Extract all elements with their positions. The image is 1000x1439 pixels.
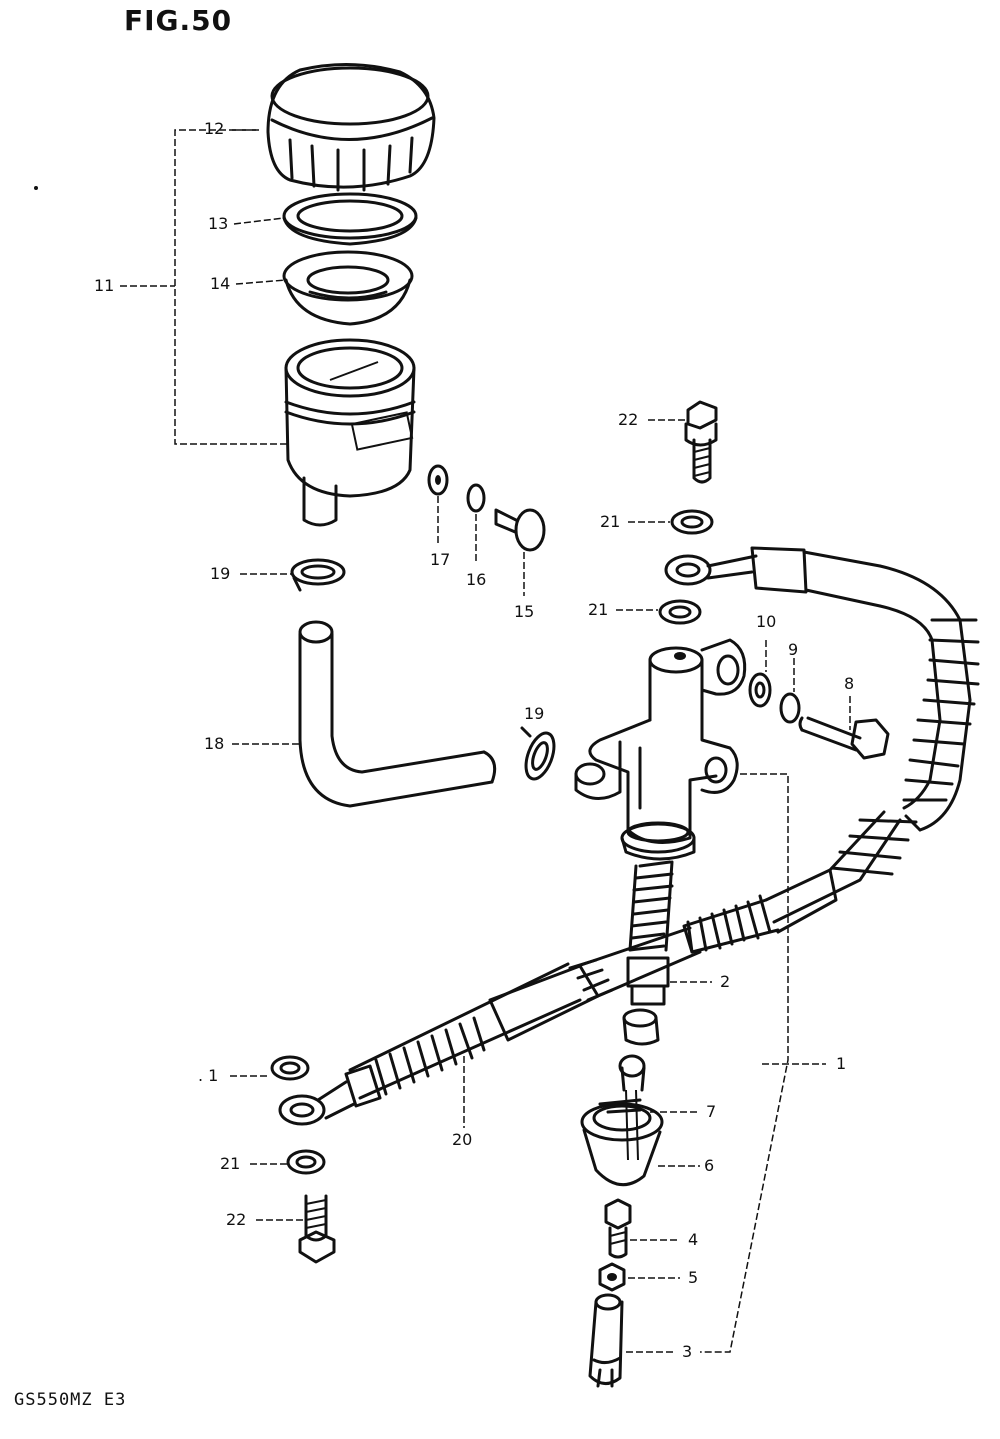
sealing-washer-lower-b [250,1149,326,1175]
brake-hose-lower [278,926,702,1128]
callout-15: 15 [514,602,535,621]
callout-9: 9 [788,640,799,659]
callout-5: 5 [688,1268,699,1287]
push-rod [604,1198,680,1259]
callout-8: 8 [844,674,855,693]
banjo-bolt-upper [648,400,718,484]
callout-21-lower-b: 21 [220,1154,241,1173]
lock-nut [598,1262,680,1292]
stray-dot [34,186,38,190]
callout-2: 2 [720,972,731,991]
sealing-washer-lower-a [230,1055,310,1081]
callout-11: 11 [94,276,115,295]
washer-17 [427,464,449,544]
lock-washer-9 [779,658,801,724]
figure-title: FIG.50 [124,4,233,37]
callout-21-upper-a: 21 [600,512,621,531]
reservoir-body [284,338,416,527]
sealing-washer-upper-b [616,599,702,625]
callout-1: 1 [836,1054,847,1073]
sealing-washer-upper-a [628,509,714,535]
banjo-bolt-lower [256,1194,336,1264]
callout-19-upper: 19 [210,564,231,583]
callout-16: 16 [466,570,487,589]
washer-10 [748,640,772,708]
hose-18 [232,620,497,808]
hose-clamp-upper [240,558,346,592]
callout-3: 3 [682,1342,693,1361]
callout-21-lower-a: . 1 [198,1066,219,1085]
callout-7: 7 [706,1102,717,1121]
callout-22-lower: 22 [226,1210,247,1229]
bolt-8 [798,696,890,760]
hose-clamp-lower [520,726,556,781]
callout-19-lower: 19 [524,704,545,723]
master-cylinder-body [574,638,826,1353]
callout-18: 18 [204,734,225,753]
diaphragm [282,250,414,326]
callout-10: 10 [756,612,777,631]
assembly-bracket-11 [120,129,290,445]
callout-14: 14 [210,274,231,293]
brake-hose-upper-fitting [664,546,972,722]
callout-6: 6 [704,1156,715,1175]
screw-15 [494,508,546,596]
callout-21-upper-b: 21 [588,600,609,619]
diaphragm-plate [282,192,418,246]
callout-20: 20 [452,1130,473,1149]
callout-12: 12 [204,119,225,138]
callout-22-upper: 22 [618,410,639,429]
model-code: GS550MZ E3 [14,1390,127,1410]
callout-4: 4 [688,1230,699,1249]
callout-13: 13 [208,214,229,233]
callout-17: 17 [430,550,451,569]
brake-hose-coil-right [682,618,980,954]
piston-rod-assembly [580,1054,700,1187]
clevis [588,1293,676,1388]
lock-washer-16 [466,483,486,562]
reservoir-cap [266,62,436,192]
